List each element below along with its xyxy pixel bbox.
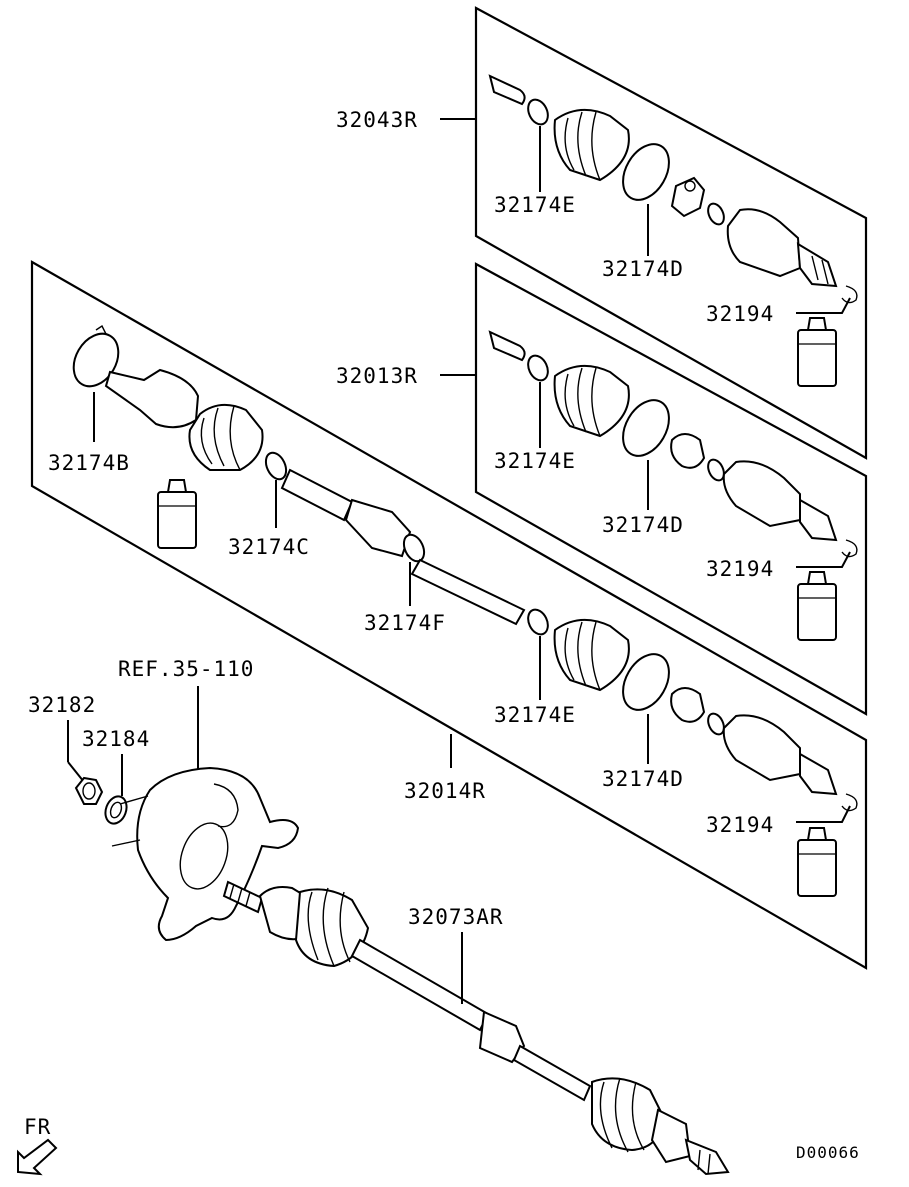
drawing-id: D00066 [796, 1143, 860, 1162]
label-ref: REF.35-110 [118, 657, 254, 681]
label-32174D-b: 32174D [602, 513, 684, 537]
leader-32194-a [796, 297, 851, 314]
label-32194-a: 32194 [706, 302, 774, 326]
grease-tube-icon [157, 479, 197, 549]
label-32194-c: 32194 [706, 813, 774, 837]
label-32014R: 32014R [404, 779, 486, 803]
washer [104, 795, 128, 825]
label-32073AR: 32073AR [408, 905, 504, 929]
leader-32194-b [796, 551, 851, 568]
drive-shaft-32073AR [222, 880, 730, 1176]
label-32174E-a: 32174E [494, 193, 576, 217]
fr-arrow-icon [17, 1138, 58, 1176]
panel-32013R [474, 262, 868, 716]
label-32194-b: 32194 [706, 557, 774, 581]
label-32174F: 32174F [364, 611, 446, 635]
hub-nut [74, 776, 104, 805]
grease-tube-icon [797, 317, 837, 387]
panel-32014R [30, 260, 868, 970]
leader-32194-c [796, 805, 851, 823]
grease-tube-icon [797, 571, 837, 641]
label-32174D-a: 32174D [602, 257, 684, 281]
leader-32182-end [67, 761, 85, 783]
panel-32043R [474, 6, 868, 460]
label-32043R: 32043R [336, 108, 418, 132]
label-32174E-c: 32174E [494, 703, 576, 727]
grease-tube-icon [797, 827, 837, 897]
label-32174D-c: 32174D [602, 767, 684, 791]
label-32174E-b: 32174E [494, 449, 576, 473]
label-32174B: 32174B [48, 451, 130, 475]
label-32184: 32184 [82, 727, 150, 751]
label-fr: FR [24, 1115, 51, 1139]
label-32013R: 32013R [336, 364, 418, 388]
label-32182: 32182 [28, 693, 96, 717]
label-32174C: 32174C [228, 535, 310, 559]
